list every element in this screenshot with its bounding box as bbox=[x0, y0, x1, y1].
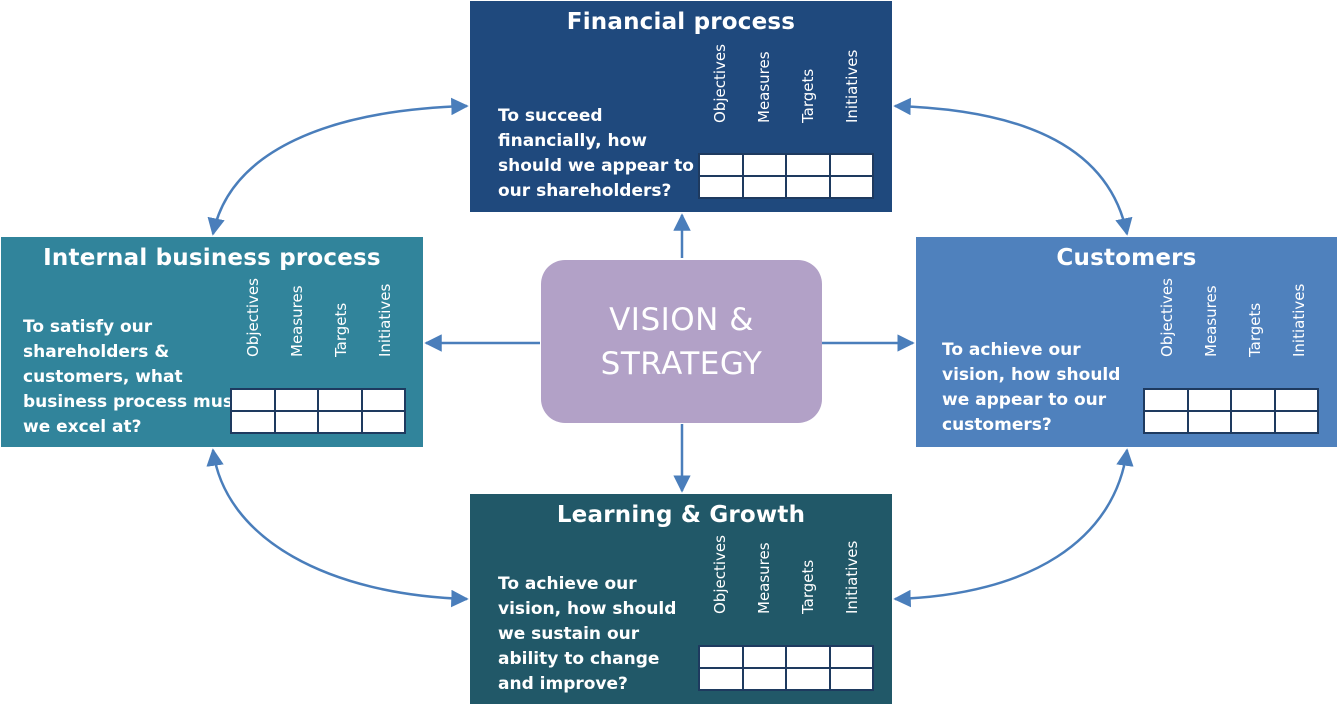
financial-grid bbox=[698, 153, 874, 199]
internal-grid bbox=[230, 388, 406, 434]
vision-line-2: STRATEGY bbox=[600, 345, 763, 382]
learning-title: Learning & Growth bbox=[556, 502, 806, 528]
customers-panel: Customers To achieve our vision, how sho… bbox=[916, 237, 1337, 447]
arrow-financial-customers bbox=[893, 97, 1133, 236]
vision-line-1: VISION & bbox=[609, 301, 754, 338]
column-header-initiatives: Initiatives bbox=[1290, 283, 1308, 357]
customers-column-headers: Objectives Measures Targets Initiatives bbox=[1145, 278, 1321, 377]
column-header-objectives: Objectives bbox=[244, 278, 262, 357]
column-header-targets: Targets bbox=[799, 68, 817, 123]
arrow-internal-learning bbox=[206, 448, 469, 608]
customers-grid bbox=[1143, 388, 1319, 434]
column-header-targets: Targets bbox=[799, 559, 817, 614]
column-header-measures: Measures bbox=[1202, 285, 1220, 357]
vision-strategy-box: VISION & STRATEGY bbox=[541, 260, 822, 423]
learning-question: To achieve our vision, how should we sus… bbox=[498, 574, 677, 694]
internal-question: To satisfy our shareholders & customers,… bbox=[23, 317, 242, 437]
financial-process-panel: Financial process To succeed financially… bbox=[470, 1, 892, 212]
column-header-initiatives: Initiatives bbox=[843, 49, 861, 123]
column-header-objectives: Objectives bbox=[1158, 278, 1176, 357]
column-header-objectives: Objectives bbox=[711, 44, 729, 123]
customers-title: Customers bbox=[1056, 245, 1197, 271]
column-header-targets: Targets bbox=[1246, 302, 1264, 357]
financial-column-headers: Objectives Measures Targets Initiatives bbox=[698, 44, 874, 143]
column-header-initiatives: Initiatives bbox=[376, 283, 394, 357]
column-header-objectives: Objectives bbox=[711, 535, 729, 614]
arrow-customers-learning bbox=[893, 448, 1134, 608]
internal-business-process-panel: Internal business process To satisfy our… bbox=[1, 237, 423, 447]
financial-title: Financial process bbox=[566, 9, 796, 35]
customers-question: To achieve our vision, how should we app… bbox=[942, 340, 1121, 435]
column-header-measures: Measures bbox=[755, 51, 773, 123]
column-header-measures: Measures bbox=[288, 285, 306, 357]
internal-column-headers: Objectives Measures Targets Initiatives bbox=[231, 278, 407, 377]
column-header-targets: Targets bbox=[332, 302, 350, 357]
learning-grid bbox=[698, 645, 874, 691]
column-header-measures: Measures bbox=[755, 542, 773, 614]
column-header-initiatives: Initiatives bbox=[843, 540, 861, 614]
financial-question: To succeed financially, how should we ap… bbox=[498, 106, 694, 201]
learning-growth-panel: Learning & Growth To achieve our vision,… bbox=[470, 494, 892, 704]
internal-title: Internal business process bbox=[43, 245, 381, 271]
learning-column-headers: Objectives Measures Targets Initiatives bbox=[698, 535, 874, 634]
arrow-financial-internal bbox=[207, 97, 469, 236]
